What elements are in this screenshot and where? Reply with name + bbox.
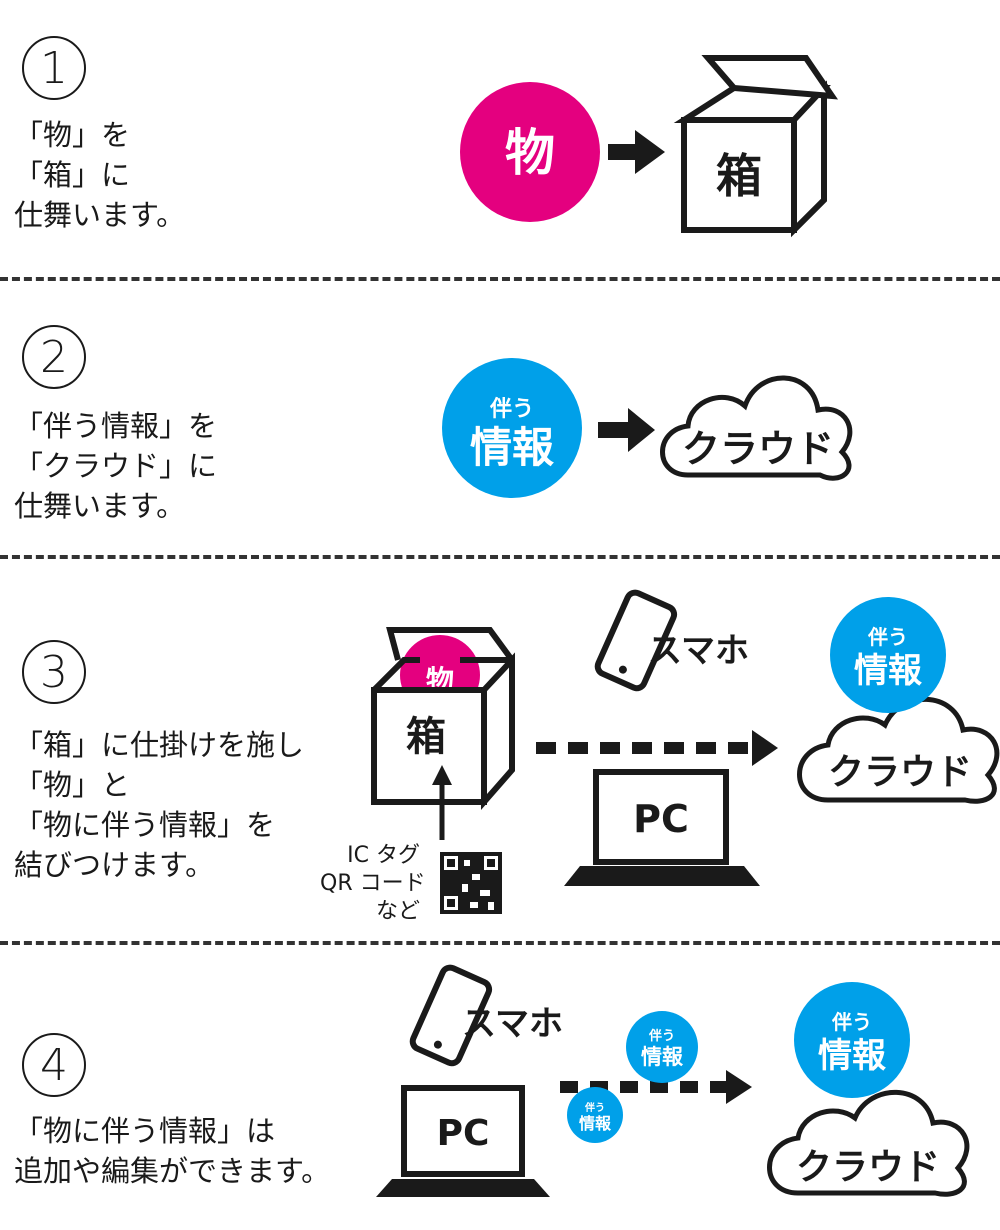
laptop-icon <box>564 769 760 886</box>
arrow-icon <box>752 730 778 766</box>
jouhou-circle <box>442 358 582 498</box>
arrow-icon <box>608 130 665 174</box>
tomonau-label: 伴う <box>648 1028 675 1044</box>
jouhou-circle-small <box>567 1087 623 1143</box>
qr-code-icon <box>440 852 502 914</box>
step-description: 「伴う情報」を 「クラウド」に 仕舞います。 <box>14 409 218 523</box>
tomonau-label: 伴う <box>867 625 908 649</box>
step-number: 4 <box>22 1033 86 1097</box>
jouhou-label: 情報 <box>818 1036 886 1076</box>
laptop-icon <box>376 1085 550 1197</box>
hako-label: 箱 <box>716 149 762 203</box>
step-number: 1 <box>22 36 86 100</box>
jouhou-label: 情報 <box>854 651 922 691</box>
divider <box>0 941 1000 945</box>
smartphone-label: スマホ <box>462 1004 563 1044</box>
jouhou-circle <box>830 597 946 713</box>
jouhou-label: 情報 <box>470 423 554 472</box>
step-2: 2 「伴う情報」を 「クラウド」に 仕舞います。 伴う 情報 クラウド <box>0 280 1000 555</box>
step-number: 2 <box>22 325 86 389</box>
mono-circle <box>460 82 600 222</box>
cloud-label: クラウド <box>828 752 972 793</box>
step1-diagram: 物 箱 <box>460 55 839 238</box>
cloud-label: クラウド <box>682 427 834 471</box>
arrow-icon <box>598 408 655 452</box>
step-description: 「物に伴う情報」は 追加や編集ができます。 <box>14 1114 331 1188</box>
step4-diagram: スマホ PC 伴う 情報 伴う 情報 伴う 情報 クラウド <box>376 964 970 1197</box>
cloud-label: クラウド <box>796 1147 940 1188</box>
cloud-icon <box>767 1089 970 1197</box>
jouhou-circle <box>794 982 910 1098</box>
mono-label: 物 <box>505 124 555 182</box>
smartphone-icon <box>594 589 678 692</box>
step-number: 3 <box>22 640 86 704</box>
smartphone-icon <box>409 964 493 1067</box>
jouhou-label: 情報 <box>579 1114 612 1133</box>
step-3: 3 「箱」に仕掛けを施し 「物」と 「物に伴う情報」を 結びつけます。 物 箱 <box>0 560 1000 940</box>
smartphone-label: スマホ <box>648 631 749 671</box>
hako-label: 箱 <box>406 714 446 760</box>
tomonau-label: 伴う <box>489 397 534 422</box>
step2-diagram: 伴う 情報 クラウド <box>442 358 853 498</box>
jouhou-circle-small <box>626 1011 698 1083</box>
tomonau-label: 伴う <box>831 1010 872 1034</box>
step-1: 1 「物」を 「箱」に 仕舞います。 物 箱 <box>0 0 1000 275</box>
divider <box>0 277 1000 281</box>
tags-label: IC タグ QR コード など <box>320 843 426 924</box>
box-icon <box>371 627 515 810</box>
step3-diagram: 物 箱 スマホ <box>371 589 1000 914</box>
box-icon <box>673 55 839 238</box>
pc-label: PC <box>437 1113 490 1154</box>
jouhou-label: 情報 <box>641 1045 684 1069</box>
step-4: 4 「物に伴う情報」は 追加や編集ができます。 スマホ PC 伴う 情報 伴う … <box>0 945 1000 1230</box>
tomonau-label: 伴う <box>584 1101 605 1114</box>
arrow-icon <box>726 1070 752 1104</box>
pc-label: PC <box>633 797 689 841</box>
step-description: 「物」を 「箱」に 仕舞います。 <box>14 118 186 232</box>
step-description: 「箱」に仕掛けを施し 「物」と 「物に伴う情報」を 結びつけます。 <box>14 728 305 882</box>
cloud-icon <box>660 375 853 481</box>
divider <box>0 555 1000 559</box>
